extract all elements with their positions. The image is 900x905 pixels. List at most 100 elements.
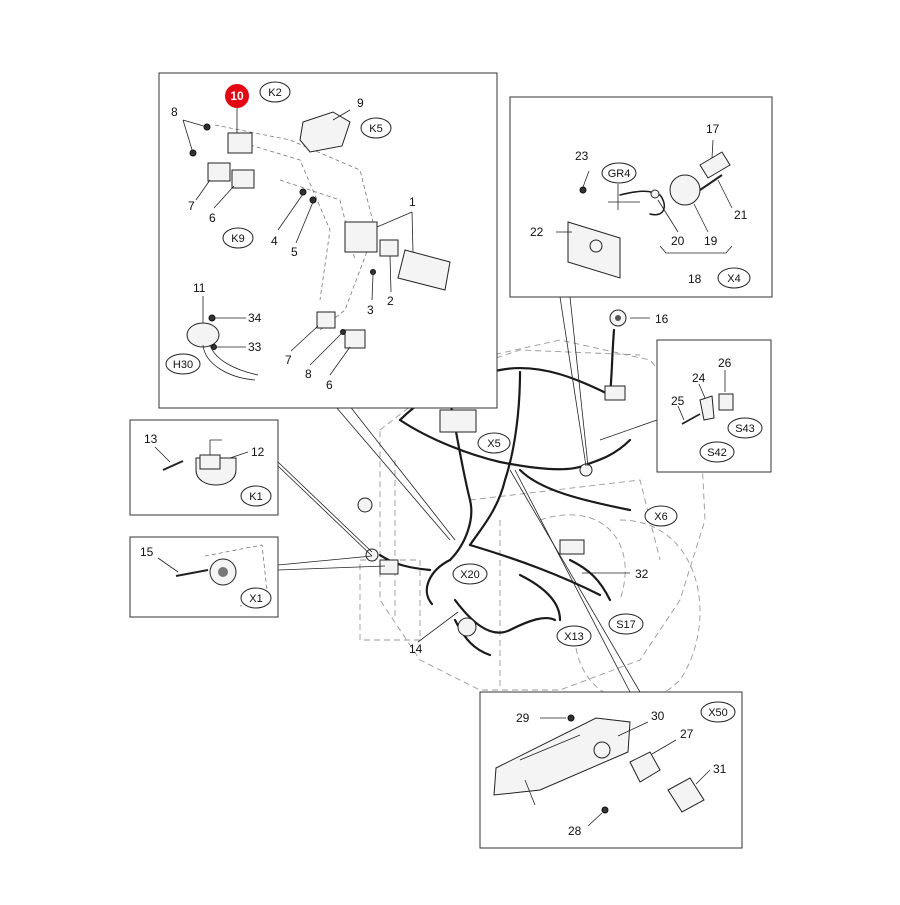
code-x50-oval [700, 701, 736, 723]
switch-19 [669, 174, 701, 206]
relay-7b [316, 311, 336, 329]
module-1 [397, 249, 451, 291]
code-s42[interactable]: S42 [707, 447, 727, 459]
code-x13-oval [556, 625, 592, 647]
callout-3[interactable]: 3 [367, 303, 374, 317]
callout-30[interactable]: 30 [651, 709, 665, 723]
callout-8[interactable]: 8 [171, 105, 178, 119]
screw-13 [162, 460, 184, 471]
callout-1[interactable]: 1 [409, 195, 416, 209]
code-k2[interactable]: K2 [268, 87, 281, 99]
code-k9[interactable]: K9 [231, 233, 244, 245]
callout-23[interactable]: 23 [575, 149, 589, 163]
code-s43[interactable]: S43 [735, 423, 755, 435]
callout-21[interactable]: 21 [734, 208, 748, 222]
module-9 [299, 111, 351, 153]
horn-11 [186, 322, 220, 348]
callout-18[interactable]: 18 [688, 272, 702, 286]
relay-2 [379, 239, 399, 257]
connector-27 [629, 751, 661, 783]
code-x6-oval [644, 505, 678, 527]
code-x5-oval [477, 432, 511, 454]
callout-2[interactable]: 2 [387, 294, 394, 308]
grommet-16-group: 16 [609, 309, 669, 327]
code-s42-oval [699, 441, 735, 463]
screw-25 [681, 413, 701, 425]
code-x6[interactable]: X6 [654, 511, 667, 523]
screw-28 [601, 806, 609, 814]
callout-9[interactable]: 9 [357, 96, 364, 110]
callout-8b[interactable]: 8 [305, 367, 312, 381]
code-s17-oval [608, 613, 644, 635]
callout-7[interactable]: 7 [188, 199, 195, 213]
code-x50[interactable]: X50 [708, 707, 728, 719]
callout-12[interactable]: 12 [251, 445, 265, 459]
callout-5[interactable]: 5 [291, 245, 298, 259]
sensor-31 [667, 777, 705, 813]
callout-19[interactable]: 19 [704, 234, 718, 248]
code-x4[interactable]: X4 [727, 273, 740, 285]
bolt-15 [175, 569, 209, 577]
panel-s42: 26 24 25 S43 S42 [656, 339, 772, 473]
callout-6b[interactable]: 6 [326, 378, 333, 392]
callout-20[interactable]: 20 [671, 234, 685, 248]
code-x20-oval [452, 563, 488, 585]
code-x5[interactable]: X5 [487, 438, 500, 450]
callout-7b[interactable]: 7 [285, 353, 292, 367]
code-x20[interactable]: X20 [460, 569, 480, 581]
code-gr4-oval [601, 162, 637, 184]
callout-24[interactable]: 24 [692, 371, 706, 385]
nut-33 [211, 344, 217, 350]
callout-22[interactable]: 22 [530, 225, 544, 239]
code-h30-oval [165, 353, 201, 375]
callout-14[interactable]: 14 [409, 642, 423, 656]
relay-10 [227, 132, 253, 154]
panel-k2: 10 8 9 7 6 1 4 5 3 2 11 34 33 7 8 6 K2 K… [158, 72, 498, 409]
code-x13[interactable]: X13 [564, 631, 584, 643]
grommet-4 [299, 188, 307, 196]
relay-6 [231, 169, 255, 189]
callout-31[interactable]: 31 [713, 762, 727, 776]
callout-13[interactable]: 13 [144, 432, 158, 446]
callout-11[interactable]: 11 [193, 281, 206, 295]
code-k1-oval [240, 485, 272, 507]
panel-k1: 13 12 K1 [129, 419, 279, 516]
callout-33[interactable]: 33 [248, 340, 262, 354]
callout-25[interactable]: 25 [671, 394, 685, 408]
callout-10[interactable]: 10 [230, 89, 244, 103]
cap-26 [718, 393, 734, 411]
callout-6[interactable]: 6 [209, 211, 216, 225]
code-s17[interactable]: S17 [616, 619, 636, 631]
bracket-30 [493, 717, 631, 796]
callout-15[interactable]: 15 [140, 545, 154, 559]
connector-20 [650, 189, 660, 199]
callout-28[interactable]: 28 [568, 824, 582, 838]
code-k1[interactable]: K1 [249, 491, 262, 503]
relay-7 [207, 162, 231, 182]
nut-29 [567, 714, 575, 722]
callout-34[interactable]: 34 [248, 311, 262, 325]
screw-23 [579, 186, 587, 194]
callout-32[interactable]: 32 [635, 567, 649, 581]
callout-29[interactable]: 29 [516, 711, 530, 725]
code-k5[interactable]: K5 [369, 123, 382, 135]
code-x1-oval [240, 587, 272, 609]
code-k5-oval [360, 117, 392, 139]
knob-17 [699, 151, 731, 179]
code-gr4[interactable]: GR4 [608, 168, 631, 180]
callout-26[interactable]: 26 [718, 356, 732, 370]
code-x1[interactable]: X1 [249, 593, 262, 605]
callout-27[interactable]: 27 [680, 727, 694, 741]
code-s43-oval [727, 417, 763, 439]
code-x4-oval [717, 267, 751, 289]
code-h30[interactable]: H30 [173, 359, 193, 371]
callout-17[interactable]: 17 [706, 122, 720, 136]
screw-3 [370, 269, 376, 275]
panel-x50: 29 30 27 31 28 X50 [479, 691, 743, 849]
callout-4[interactable]: 4 [271, 234, 278, 248]
callout-16[interactable]: 16 [655, 312, 669, 326]
highlight-marker [225, 84, 249, 108]
code-k2-oval [259, 81, 291, 103]
